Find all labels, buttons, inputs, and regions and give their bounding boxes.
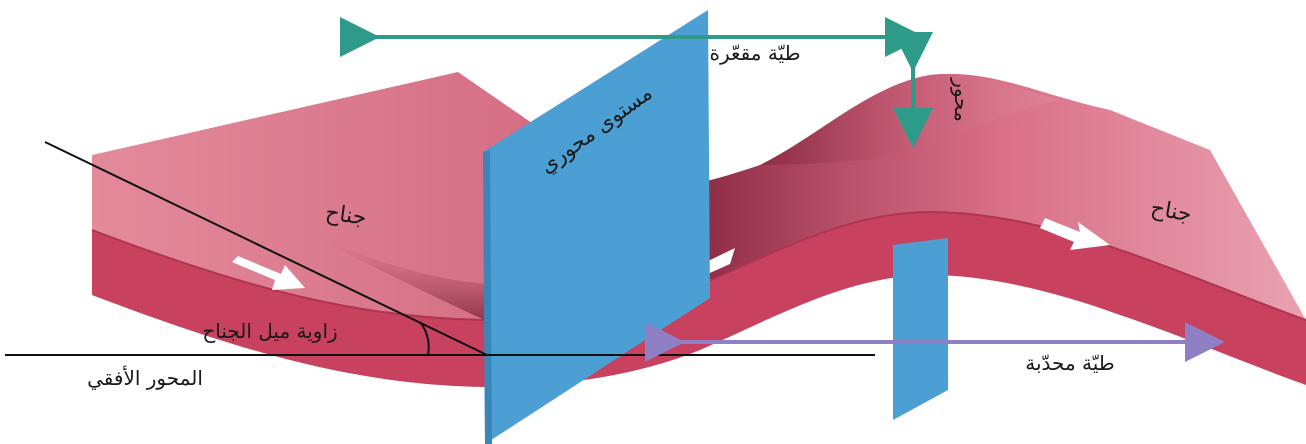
dip-angle-label: زاوية ميل الجناح <box>202 319 337 343</box>
dip-angle-arc <box>419 321 430 356</box>
axial-plane-edge <box>483 150 492 444</box>
fold-edge-line <box>91 210 1306 322</box>
syncline-label: طيّة مقعّرة <box>709 41 800 65</box>
syncline-axial-plane <box>483 10 710 444</box>
anticline-axial-plane-front <box>893 238 948 420</box>
limb-arrow-left <box>232 256 305 290</box>
fold-side-face <box>92 155 1306 387</box>
horizontal-axis-label: المحور الأفقي <box>87 366 203 391</box>
axis-label: محور <box>950 77 974 122</box>
limb-arrow-right <box>1040 218 1110 250</box>
limb-label-left: جناح <box>324 200 368 230</box>
dip-line <box>44 141 488 356</box>
anticline-label: طيّة محدّبة <box>1025 351 1114 375</box>
